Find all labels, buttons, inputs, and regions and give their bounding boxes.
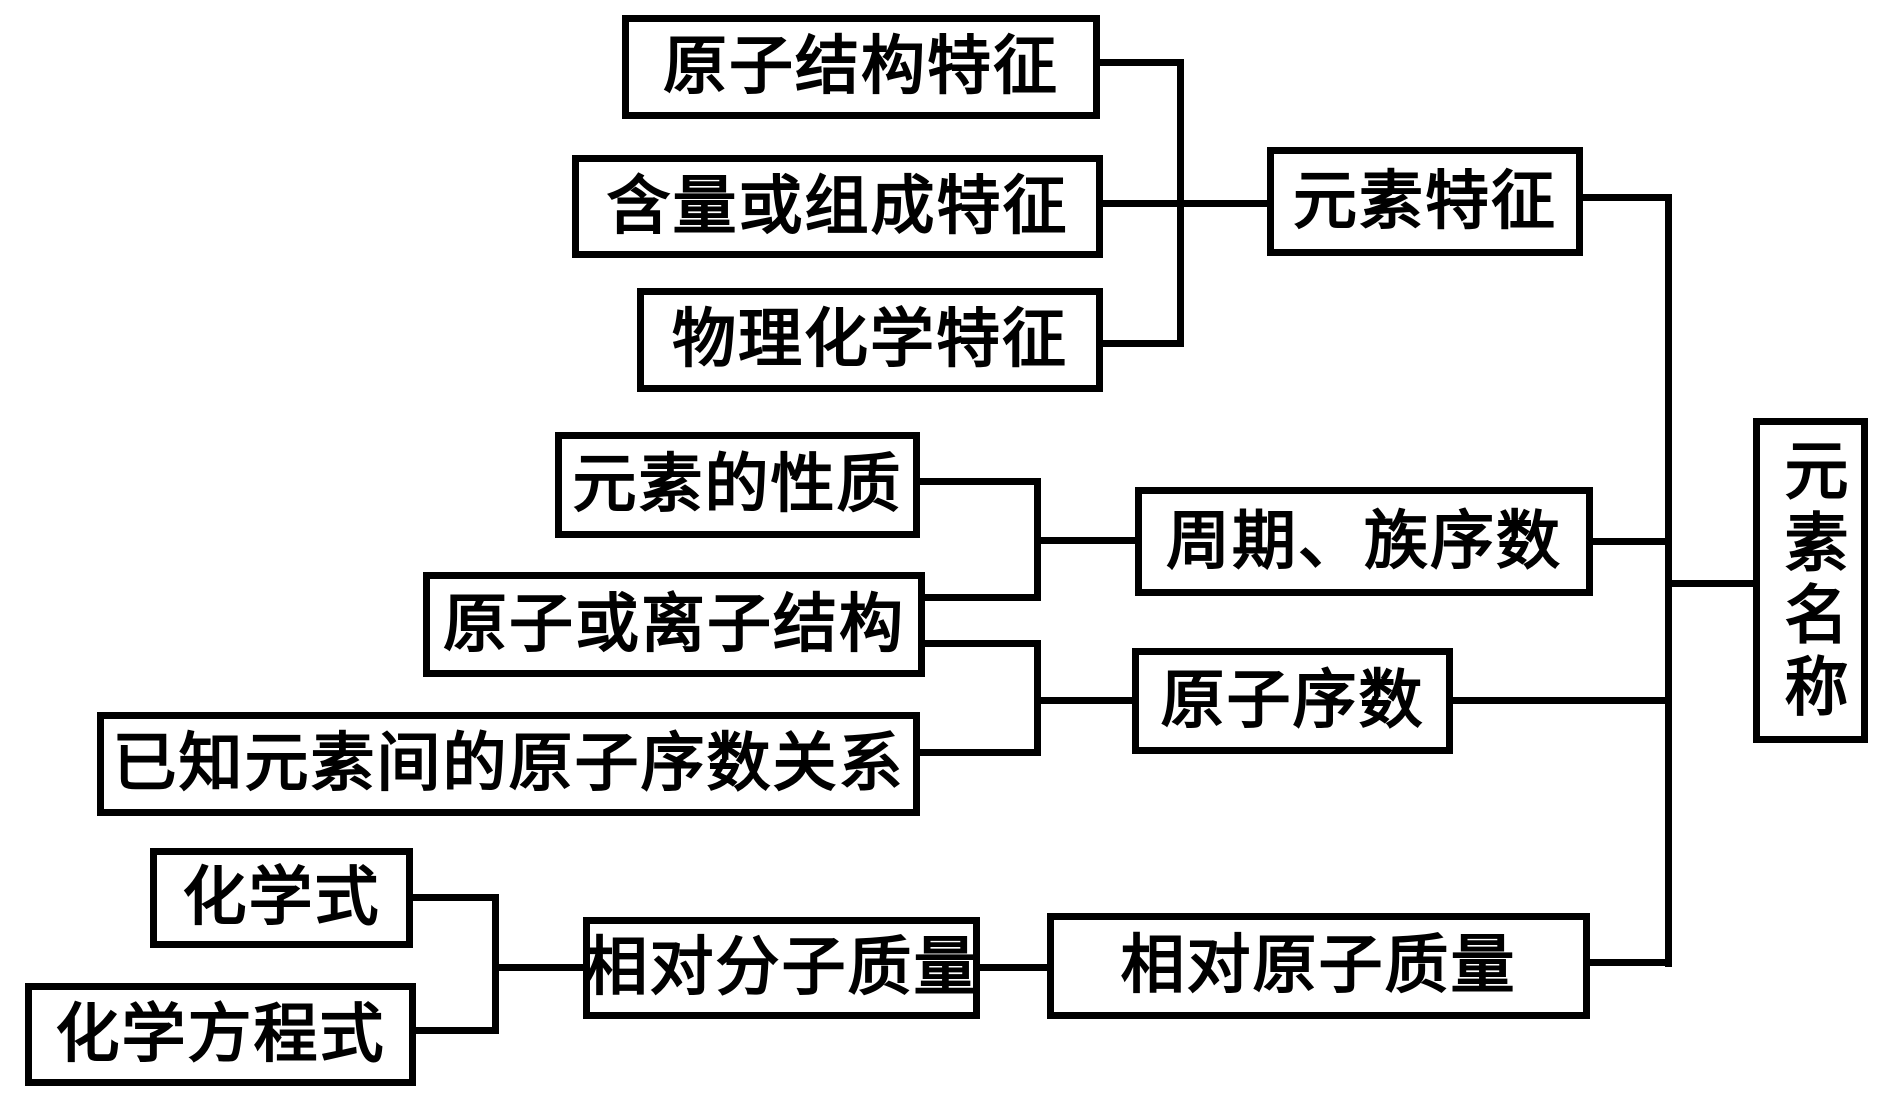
node-content-composition: 含量或组成特征 <box>572 155 1103 258</box>
connector-line-atomic-mass-to-trunk <box>1590 959 1672 966</box>
node-atom-ion-structure: 原子或离子结构 <box>423 572 925 677</box>
connector-bus-element-features <box>1177 59 1184 347</box>
node-label-atom-structure-features: 原子结构特征 <box>663 29 1059 104</box>
node-label-relative-molecular-mass: 相对分子质量 <box>583 930 980 1005</box>
connector-line-bus-to-atomic-number <box>1034 697 1132 704</box>
node-label-known-atomic-relations: 已知元素间的原子序数关系 <box>112 726 905 801</box>
node-chemical-equation: 化学方程式 <box>25 983 416 1086</box>
node-label-period-group-number: 周期、族序数 <box>1166 503 1562 579</box>
node-element-features: 元素特征 <box>1267 147 1583 256</box>
connector-stub-atom-structure <box>1100 59 1184 66</box>
connector-line-molecular-to-atomic-mass <box>980 964 1047 971</box>
node-relative-atomic-mass: 相对原子质量 <box>1047 913 1590 1019</box>
node-atom-structure-features: 原子结构特征 <box>622 15 1100 119</box>
node-label-relative-atomic-mass: 相对原子质量 <box>1120 928 1517 1003</box>
node-physchem-features: 物理化学特征 <box>637 288 1103 392</box>
node-known-atomic-relations: 已知元素间的原子序数关系 <box>97 712 920 816</box>
connector-line-content-to-element-features <box>1103 200 1267 207</box>
node-label-element-properties: 元素的性质 <box>572 447 903 522</box>
node-label-content-composition: 含量或组成特征 <box>606 168 1069 244</box>
connector-stub-chem-equation <box>416 1027 499 1034</box>
connector-stub-element-properties <box>920 478 1041 485</box>
node-label-chemical-formula: 化学式 <box>182 860 381 935</box>
connector-line-atomic-number-to-trunk <box>1453 697 1672 704</box>
node-atomic-number: 原子序数 <box>1132 648 1453 754</box>
node-relative-molecular-mass: 相对分子质量 <box>583 917 980 1019</box>
connector-stub-atom-ion-upper <box>925 594 1041 601</box>
node-label-element-name: 元素名称 <box>1773 436 1849 725</box>
node-label-physchem-features: 物理化学特征 <box>672 302 1068 377</box>
node-label-chemical-equation: 化学方程式 <box>55 996 386 1072</box>
connector-stub-atom-ion-lower <box>925 640 1041 647</box>
connector-line-period-group-to-trunk <box>1593 538 1672 545</box>
node-label-atomic-number: 原子序数 <box>1160 663 1425 738</box>
node-label-atom-ion-structure: 原子或离子结构 <box>443 586 905 662</box>
node-chemical-formula: 化学式 <box>150 848 413 948</box>
connector-line-element-features-to-trunk <box>1583 194 1672 201</box>
connector-line-bus-to-period-group <box>1034 537 1135 544</box>
connector-stub-chem-formula <box>413 894 499 901</box>
node-label-element-features: 元素特征 <box>1293 163 1557 239</box>
node-element-name: 元素名称 <box>1753 418 1868 743</box>
connector-line-bus-to-molecular-mass <box>492 964 583 971</box>
node-element-properties: 元素的性质 <box>555 432 920 538</box>
connector-stub-physchem <box>1103 340 1184 347</box>
node-period-group-number: 周期、族序数 <box>1135 487 1593 596</box>
connector-line-trunk-to-element-name <box>1665 580 1753 587</box>
connector-stub-known-relations <box>920 749 1041 756</box>
